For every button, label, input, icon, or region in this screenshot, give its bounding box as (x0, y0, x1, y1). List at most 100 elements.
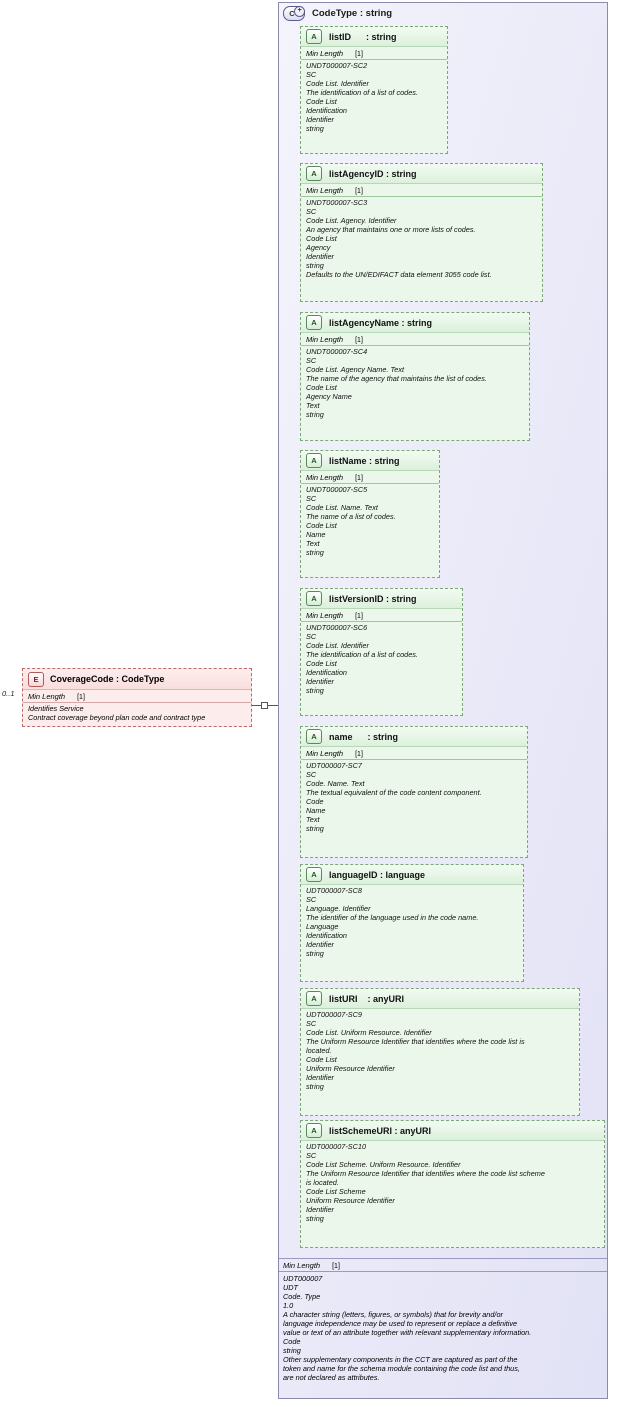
attribute-detail-line: string (306, 547, 324, 557)
attribute-detail-line: Code List. Uniform Resource. Identifier (306, 1027, 432, 1037)
attribute-detail-line: Text (306, 814, 320, 824)
expand-plus-icon[interactable]: + (294, 5, 305, 17)
attribute-title: listVersionID : string (329, 593, 417, 604)
attribute-detail-line: Uniform Resource Identifier (306, 1195, 395, 1205)
attribute-title: listAgencyID : string (329, 168, 417, 179)
attribute-detail-line: string (306, 948, 324, 958)
attribute-min-length-value: [1] (355, 613, 363, 620)
codetype-detail-line: Other supplementary components in the CC… (283, 1354, 518, 1364)
connector-line (252, 705, 262, 706)
attribute-title: name : string (329, 731, 399, 742)
attribute-detail-line: Language. Identifier (306, 903, 371, 913)
attribute-detail-line: Identifier (306, 676, 334, 686)
attribute-icon: A (306, 315, 322, 330)
attribute-detail-line: string (306, 685, 324, 695)
attribute-detail-line: is located. (306, 1177, 339, 1187)
attribute-name[interactable]: A name : string Min Length [1] UDT000007… (300, 726, 528, 858)
attribute-detail-line: UNDT000007-SC6 (306, 623, 368, 632)
attribute-detail-line: Code List. Identifier (306, 640, 369, 650)
codetype-header[interactable]: CT + CodeType : string (278, 2, 608, 24)
attribute-header: A listVersionID : string (301, 589, 462, 609)
attribute-detail-line: Code List (306, 1054, 337, 1064)
attribute-detail-line: UDT000007-SC10 (306, 1142, 367, 1151)
element-min-length-value: [1] (77, 694, 85, 701)
attribute-min-length-label: Min Length (306, 49, 344, 58)
attribute-detail-line: Code List (306, 382, 337, 392)
attribute-details: UNDT000007-SC6 SC Code List. Identifier … (301, 622, 462, 699)
attribute-listname[interactable]: A listName : string Min Length [1] UNDT0… (300, 450, 440, 578)
attribute-min-length-row: Min Length [1] (301, 333, 529, 346)
attribute-icon: A (306, 729, 322, 744)
attribute-listversionid[interactable]: A listVersionID : string Min Length [1] … (300, 588, 463, 716)
attribute-details: UDT000007-SC10 SC Code List Scheme. Unif… (301, 1141, 604, 1227)
codetype-min-length-value: [1] (332, 1263, 340, 1270)
attribute-icon: A (306, 29, 322, 44)
attribute-detail-line: Identification (306, 105, 347, 115)
attribute-detail-line: string (306, 123, 324, 133)
attribute-detail-line: UNDT000007-SC3 (306, 198, 368, 207)
attribute-detail-line: UNDT000007-SC2 (306, 61, 368, 70)
attribute-details: UNDT000007-SC2 SC Code List. Identifier … (301, 60, 447, 137)
connector-expand-box[interactable] (261, 702, 268, 709)
attribute-detail-line: Identifier (306, 939, 334, 949)
attribute-min-length-value: [1] (355, 51, 363, 58)
attribute-details: UDT000007-SC9 SC Code List. Uniform Reso… (301, 1009, 579, 1095)
connector-line (268, 705, 278, 706)
attribute-details: UDT000007-SC8 SC Language. Identifier Th… (301, 885, 523, 962)
attribute-detail-line: Code List. Agency Name. Text (306, 364, 405, 374)
attribute-detail-line: Code List (306, 520, 337, 530)
attribute-detail-line: string (306, 823, 324, 833)
attribute-detail-line: Defaults to the UN/EDIFACT data element … (306, 269, 492, 279)
codetype-detail-line: are not declared as attributes. (283, 1372, 380, 1382)
attribute-icon: A (306, 1123, 322, 1138)
attribute-detail-line: Identifier (306, 1072, 334, 1082)
attribute-min-length-row: Min Length [1] (301, 47, 447, 60)
attribute-detail-line: string (306, 1213, 324, 1223)
attribute-listagencyid[interactable]: A listAgencyID : string Min Length [1] U… (300, 163, 543, 302)
attribute-detail-line: The name of a list of codes. (306, 511, 396, 521)
attribute-detail-line: Code List. Agency. Identifier (306, 215, 397, 225)
attribute-header: A listAgencyID : string (301, 164, 542, 184)
attribute-detail-line: Code List. Identifier (306, 78, 369, 88)
attribute-listid[interactable]: A listID : string Min Length [1] UNDT000… (300, 26, 448, 154)
attribute-min-length-row: Min Length [1] (301, 609, 462, 622)
element-min-length-row: Min Length [1] (23, 690, 251, 703)
codetype-detail-line: UDT (283, 1282, 298, 1292)
attribute-detail-line: SC (306, 894, 317, 904)
attribute-detail-line: Agency Name (306, 391, 352, 401)
attribute-icon: A (306, 591, 322, 606)
attribute-detail-line: UNDT000007-SC5 (306, 485, 368, 494)
element-coveragecode[interactable]: E CoverageCode : CodeType Min Length [1]… (22, 668, 252, 727)
attribute-details: UNDT000007-SC3 SC Code List. Agency. Ide… (301, 197, 542, 283)
attribute-detail-line: Name (306, 805, 326, 815)
attribute-detail-line: Identification (306, 930, 347, 940)
attribute-title: listSchemeURI : anyURI (329, 1125, 432, 1136)
attribute-listschemeuri[interactable]: A listSchemeURI : anyURI UDT000007-SC10 … (300, 1120, 605, 1248)
attribute-min-length-label: Min Length (306, 186, 344, 195)
attribute-detail-line: Text (306, 400, 320, 410)
attribute-detail-line: Code List. Name. Text (306, 502, 378, 512)
attribute-detail-line: SC (306, 355, 317, 365)
attribute-min-length-label: Min Length (306, 749, 344, 758)
attribute-detail-line: UDT000007-SC7 (306, 761, 362, 770)
attribute-min-length-label: Min Length (306, 611, 344, 620)
attribute-detail-line: SC (306, 69, 317, 79)
attribute-detail-line: Code (306, 796, 324, 806)
attribute-title: listAgencyName : string (329, 317, 433, 328)
attribute-detail-line: Uniform Resource Identifier (306, 1063, 395, 1073)
attribute-details: UDT000007-SC7 SC Code. Name. Text The te… (301, 760, 527, 837)
attribute-min-length-row: Min Length [1] (301, 747, 527, 760)
attribute-detail-line: The Uniform Resource Identifier that ide… (306, 1168, 545, 1178)
element-title: CoverageCode : CodeType (50, 674, 165, 684)
element-header: E CoverageCode : CodeType (23, 669, 251, 690)
attribute-languageid[interactable]: A languageID : language UDT000007-SC8 SC… (300, 864, 524, 982)
element-icon: E (28, 671, 44, 687)
attribute-listagencyname[interactable]: A listAgencyName : string Min Length [1]… (300, 312, 530, 441)
attribute-icon: A (306, 166, 322, 181)
attribute-listuri[interactable]: A listURI : anyURI UDT000007-SC9 SC Code… (300, 988, 580, 1116)
attribute-header: A listSchemeURI : anyURI (301, 1121, 604, 1141)
attribute-min-length-value: [1] (355, 751, 363, 758)
attribute-min-length-row: Min Length [1] (301, 471, 439, 484)
attribute-detail-line: SC (306, 1150, 317, 1160)
